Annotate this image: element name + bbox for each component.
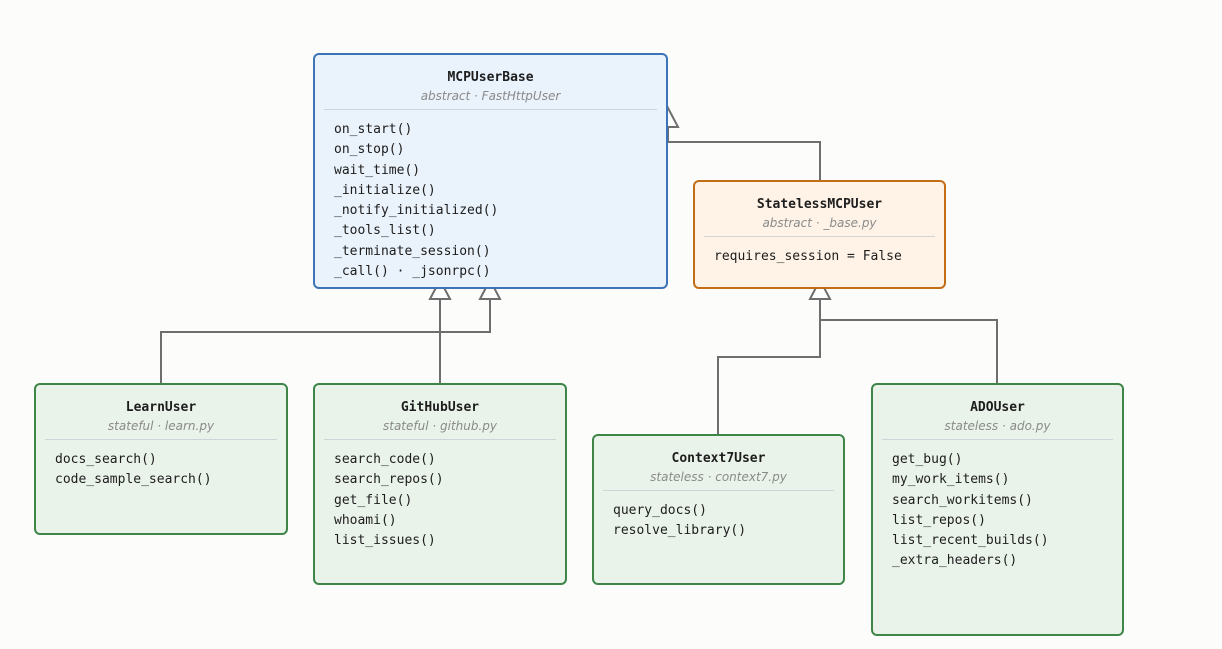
class-box-ado-user: ADOUser stateless · ado.py get_bug() my_…	[871, 383, 1124, 636]
class-name: LearnUser	[125, 400, 197, 415]
class-member: requires_session = False	[714, 249, 902, 264]
class-member: list_recent_builds()	[892, 533, 1049, 549]
class-member: query_docs()	[613, 503, 707, 518]
class-member: docs_search()	[55, 452, 157, 467]
class-subtitle: stateful · learn.py	[107, 419, 215, 433]
edge-stateless-to-base	[667, 127, 821, 180]
class-subtitle: stateful · github.py	[382, 419, 498, 433]
class-member: _call() · _jsonrpc()	[334, 264, 491, 280]
class-member: wait_time()	[334, 162, 421, 178]
class-divider	[324, 439, 556, 440]
class-member: list_repos()	[892, 512, 986, 528]
edge-ado-to-stateless	[820, 319, 998, 383]
class-member: _initialize()	[334, 182, 436, 198]
class-member: whoami()	[334, 512, 397, 528]
class-members: query_docs() resolve_library()	[594, 491, 843, 542]
class-box-github-user: GitHubUser stateful · github.py search_c…	[313, 383, 567, 585]
class-subtitle: abstract · FastHttpUser	[420, 89, 561, 103]
class-name: ADOUser	[970, 400, 1025, 415]
edge-learn-to-base	[160, 299, 491, 383]
class-member: code_sample_search()	[55, 472, 212, 488]
class-member: _tools_list()	[334, 223, 436, 239]
class-member: get_bug()	[892, 452, 963, 467]
class-members: search_code() search_repos() get_file() …	[315, 440, 565, 551]
class-member: _extra_headers()	[892, 553, 1018, 569]
class-name: MCPUserBase	[447, 70, 534, 85]
class-name: StatelessMCPUser	[756, 197, 883, 212]
class-name: Context7User	[671, 451, 766, 466]
class-member: on_stop()	[334, 142, 405, 158]
class-member: search_workitems()	[892, 492, 1033, 508]
class-subtitle: abstract · _base.py	[762, 216, 877, 230]
class-member: search_code()	[334, 452, 436, 467]
class-divider	[704, 236, 935, 237]
inheritance-arrowhead	[808, 277, 832, 300]
edge-context7-to-stateless	[717, 299, 821, 434]
class-divider	[45, 439, 277, 440]
class-member: get_file()	[334, 492, 413, 508]
class-box-context7-user: Context7User stateless · context7.py que…	[592, 434, 845, 585]
class-member: on_start()	[334, 122, 413, 137]
class-name: GitHubUser	[400, 400, 480, 415]
class-members: requires_session = False	[695, 237, 944, 267]
class-divider	[324, 109, 657, 110]
class-divider	[882, 439, 1113, 440]
class-box-learn-user: LearnUser stateful · learn.py docs_searc…	[34, 383, 288, 535]
class-member: _terminate_session()	[334, 243, 491, 259]
class-members: on_start() on_stop() wait_time() _initia…	[315, 110, 666, 282]
class-members: get_bug() my_work_items() search_workite…	[873, 440, 1122, 572]
class-member: _notify_initialized()	[334, 203, 499, 219]
class-box-stateless-mcp-user: StatelessMCPUser abstract · _base.py req…	[693, 180, 946, 289]
class-member: resolve_library()	[613, 523, 747, 539]
inheritance-arrowhead	[478, 277, 502, 300]
class-member: my_work_items()	[892, 472, 1010, 488]
class-box-mcp-user-base: MCPUserBase abstract · FastHttpUser on_s…	[313, 53, 668, 289]
class-members: docs_search() code_sample_search()	[36, 440, 286, 491]
class-divider	[603, 490, 834, 491]
inheritance-arrowhead	[428, 277, 452, 300]
class-subtitle: stateless · context7.py	[650, 470, 787, 484]
class-member: list_issues()	[334, 533, 436, 549]
class-subtitle: stateless · ado.py	[944, 419, 1051, 433]
class-member: search_repos()	[334, 472, 444, 488]
